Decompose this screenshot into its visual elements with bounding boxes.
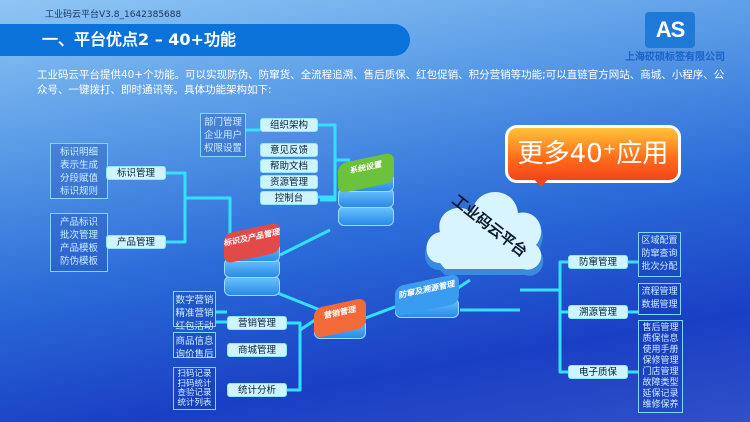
trace-items: 流程管理数据管理 — [638, 283, 681, 315]
product-mgmt-items: 产品标识批次管理产品模板防伪模板 — [50, 213, 108, 272]
list-item: 分段赋值 — [59, 173, 98, 184]
list-item: 红包活动 — [175, 321, 214, 332]
list-item: 保修管理 — [642, 356, 679, 366]
org-items: 部门管理企业用户权限设置 — [200, 113, 246, 157]
marketing-node: 营销管理 — [227, 316, 287, 330]
list-item: 标识明细 — [59, 147, 98, 158]
company-logo: AS — [645, 12, 695, 48]
help-docs-node: 帮助文档 — [260, 159, 318, 173]
stats-items: 扫码记录扫码统计查验记录统计列表 — [173, 367, 216, 410]
list-item: 质保信息 — [642, 334, 679, 344]
warranty-items: 售后管理质保信息使用手册保修管理门店管理故障类型延保记录维修保养 — [638, 320, 683, 413]
intro-text: 工业码云平台提供40+个功能。可以实现防伪、防窜货、全流程追溯、售后质保、红包促… — [37, 69, 725, 96]
list-item: 维修保养 — [642, 400, 679, 410]
list-item: 部门管理 — [203, 117, 242, 128]
list-item: 售后管理 — [642, 323, 679, 333]
list-item: 表示生成 — [59, 160, 98, 171]
cloud-icon — [425, 192, 544, 276]
list-item: 扫码统计 — [177, 378, 212, 389]
list-item: 区域配置 — [641, 236, 678, 246]
list-item: 产品模板 — [59, 243, 98, 254]
trace-server-icon: 防窜及溯源管理 — [395, 273, 459, 322]
list-item: 门店管理 — [642, 367, 679, 377]
console-node: 控制台 — [260, 191, 318, 205]
list-item: 商品信息 — [175, 336, 214, 347]
system-server-icon: 系统设置 — [338, 152, 394, 230]
list-item: 故障类型 — [642, 378, 679, 388]
list-item: 流程管理 — [641, 287, 678, 297]
list-item: 统计列表 — [177, 397, 212, 408]
list-item: 防伪模板 — [59, 256, 98, 267]
id-mgmt-node: 标识管理 — [106, 166, 166, 180]
warranty-node: 电子质保 — [568, 365, 628, 379]
list-item: 扫码记录 — [177, 369, 212, 379]
list-item: 产品标识 — [59, 217, 98, 228]
list-item: 标识规则 — [59, 186, 98, 197]
anti-items: 区域配置防窜查询批次分配 — [638, 232, 681, 277]
list-item: 数字营销 — [175, 295, 214, 306]
mall-node: 商城管理 — [227, 343, 287, 357]
list-item: 批次管理 — [59, 230, 98, 241]
list-item: 询价售后 — [175, 349, 214, 360]
stats-node: 统计分析 — [227, 383, 287, 397]
list-item: 企业用户 — [203, 130, 242, 141]
resource-node: 资源管理 — [260, 175, 318, 189]
list-item: 查验记录 — [177, 388, 212, 398]
list-item: 精准营销 — [175, 308, 214, 319]
anti-node: 防窜管理 — [568, 255, 628, 269]
product-server-icon: 标识及产品管理 — [224, 222, 280, 300]
list-item: 权限设置 — [203, 143, 242, 154]
marketing-items: 数字营销精准营销红包活动 — [173, 291, 216, 332]
id-mgmt-items: 标识明细表示生成分段赋值标识规则 — [50, 143, 108, 199]
product-mgmt-node: 产品管理 — [106, 235, 166, 249]
company-name: 上海砹硕标签有限公司 — [625, 52, 725, 63]
list-item: 延保记录 — [642, 389, 679, 399]
page-title: 一、平台优点2 – 40+功能 — [0, 24, 410, 56]
list-item: 防窜查询 — [641, 249, 678, 259]
org-node: 组织架构 — [260, 118, 318, 132]
version-label: 工业码云平台V3.8_1642385688 — [45, 10, 182, 20]
list-item: 使用手册 — [642, 345, 679, 355]
mall-items: 商品信息询价售后 — [173, 332, 216, 360]
list-item: 数据管理 — [641, 300, 678, 310]
feedback-node: 意见反馈 — [260, 143, 318, 157]
trace-node: 溯源管理 — [568, 305, 628, 319]
list-item: 批次分配 — [641, 262, 678, 272]
marketing-server-icon: 营销管理 — [314, 297, 366, 341]
callout-bubble: 更多40⁺应用 — [505, 125, 681, 187]
